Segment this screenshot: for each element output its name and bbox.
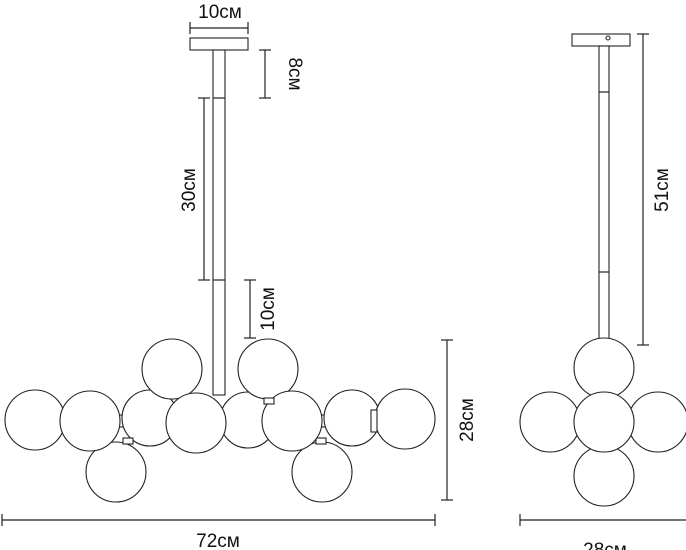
dim-canopy-width: 10см — [189, 2, 249, 34]
dim-side-width: 28см — [519, 514, 686, 550]
globe — [141, 338, 203, 400]
dim-body-height: 28см — [441, 339, 478, 501]
label-side-drop: 51см — [652, 168, 673, 212]
globe — [59, 390, 121, 452]
globe — [291, 441, 353, 503]
globe — [627, 391, 686, 453]
label-total-width: 72см — [196, 531, 240, 550]
globe — [374, 388, 436, 450]
side-rod — [598, 45, 610, 347]
globe — [165, 392, 227, 454]
label-canopy-width: 10см — [198, 2, 242, 23]
dim-canopy-to-rod: 8см — [259, 49, 305, 99]
front-rod — [212, 49, 226, 396]
label-canopy-to-rod: 8см — [284, 57, 305, 90]
dim-rod-segment: 30см — [179, 97, 210, 281]
label-body-height: 28см — [457, 398, 478, 442]
globe — [261, 390, 323, 452]
dim-lower-segment: 10см — [244, 279, 279, 339]
label-rod-segment: 30см — [179, 168, 200, 212]
front-view — [4, 37, 436, 503]
globe — [519, 391, 581, 453]
front-canopy — [189, 37, 249, 51]
globe — [4, 389, 66, 451]
globe — [573, 445, 635, 507]
dim-side-drop: 51см — [637, 33, 673, 346]
globe — [573, 337, 635, 399]
side-canopy — [571, 33, 631, 47]
globe — [573, 391, 635, 453]
dim-total-width: 72см — [1, 514, 436, 550]
side-view — [519, 33, 686, 507]
globe — [85, 441, 147, 503]
globe — [237, 338, 299, 400]
label-side-width: 28см — [583, 540, 627, 550]
label-lower-segment: 10см — [258, 287, 279, 331]
